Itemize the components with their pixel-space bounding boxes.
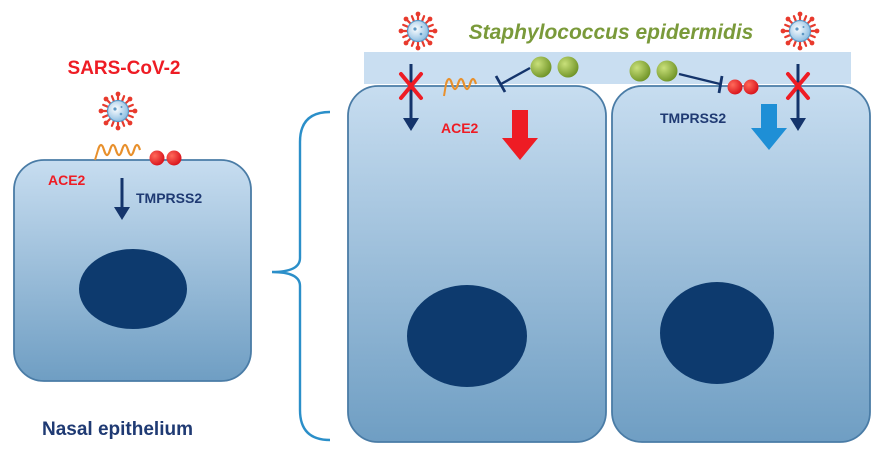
down-arrow-icon (751, 104, 787, 150)
entry-arrow-icon (114, 178, 130, 220)
virus-icon (97, 90, 139, 132)
sars-cov-2-label: SARS-CoV-2 (68, 58, 181, 79)
inhibition-icon (678, 72, 724, 94)
biofilm-layer (364, 52, 851, 84)
staphylococcus-label: Staphylococcus epidermidis (469, 21, 754, 44)
tmprss2-label-left: TMPRSS2 (136, 190, 202, 206)
virus-icon (779, 10, 821, 52)
ace2-label-left: ACE2 (48, 172, 86, 188)
right-nucleus-1 (407, 285, 527, 387)
tmprss2-icon (727, 79, 759, 95)
ace2-receptor-icon (444, 77, 478, 91)
right-nucleus-2 (660, 282, 774, 384)
bacterium-icon (530, 56, 579, 78)
tmprss2-label-right: TMPRSS2 (660, 110, 726, 126)
blocked-entry-icon (786, 64, 810, 131)
nasal-epithelium-label: Nasal epithelium (42, 419, 193, 440)
ace2-receptor-tail (443, 83, 447, 97)
bracket-icon (271, 110, 331, 442)
blocked-entry-icon (399, 64, 423, 131)
tmprss2-icon (149, 150, 182, 166)
right-cell-tmprss2 (611, 85, 871, 443)
virus-icon (397, 10, 439, 52)
left-nucleus (79, 249, 187, 329)
ace2-receptor-tail (94, 149, 99, 161)
ace2-label-right: ACE2 (441, 120, 479, 136)
ace2-receptor-icon (96, 143, 142, 157)
down-arrow-icon (502, 110, 538, 160)
bacterium-icon (629, 60, 678, 82)
right-cell-ace2 (347, 85, 607, 443)
inhibition-icon (494, 66, 531, 93)
